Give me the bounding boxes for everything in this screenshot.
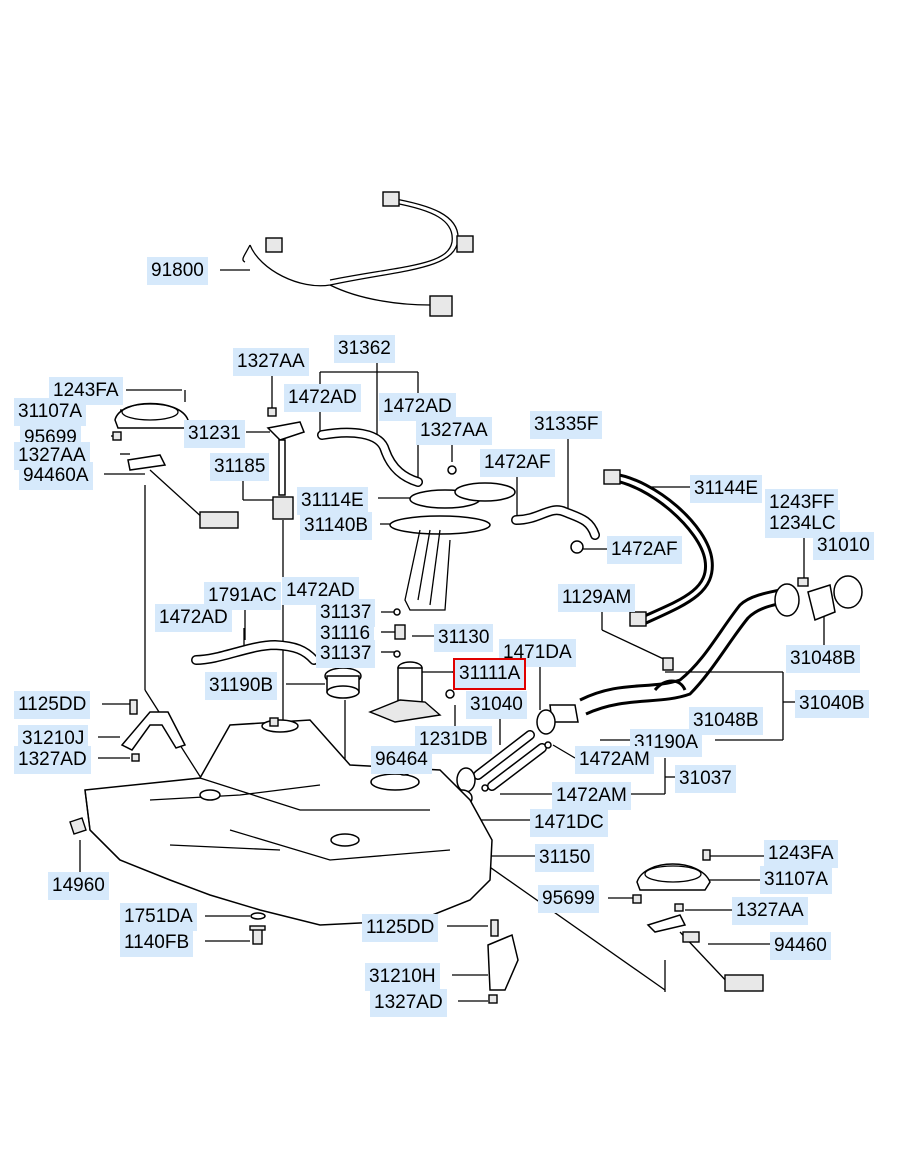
part-label-31190B[interactable]: 31190B: [205, 672, 278, 700]
tank-bracket-left: [120, 699, 187, 762]
clip-14960: [69, 817, 87, 835]
part-label-1327AD[interactable]: 1327AD: [14, 746, 91, 774]
filler-neck: [549, 575, 863, 723]
part-label-1472AD[interactable]: 1472AD: [379, 393, 456, 421]
part-label-91800[interactable]: 91800: [147, 257, 208, 285]
part-label-31137[interactable]: 31137: [316, 640, 376, 668]
part-label-31335F[interactable]: 31335F: [530, 411, 603, 439]
part-label-1472AD[interactable]: 1472AD: [284, 384, 361, 412]
part-label-1327AD[interactable]: 1327AD: [370, 989, 447, 1017]
part-label-1140FB[interactable]: 1140FB: [120, 929, 194, 957]
part-label-31114E[interactable]: 31114E: [297, 487, 368, 515]
part-label-31362[interactable]: 31362: [334, 335, 395, 363]
part-label-31037[interactable]: 31037: [675, 765, 736, 793]
part-label-31140B[interactable]: 31140B: [300, 512, 373, 540]
wiring-harness: [220, 191, 474, 317]
sender-bracket: [266, 407, 305, 520]
part-label-96464[interactable]: 96464: [371, 746, 432, 774]
fuel-pump-module: [368, 482, 516, 723]
part-label-95699[interactable]: 95699: [538, 885, 599, 913]
part-label-31111A-highlighted[interactable]: 31111A: [452, 658, 527, 690]
vapor-hoses: [191, 427, 600, 665]
part-label-1327AA[interactable]: 1327AA: [416, 417, 492, 445]
part-label-31150[interactable]: 31150: [535, 844, 595, 872]
part-label-1472AM[interactable]: 1472AM: [575, 746, 654, 774]
part-label-31048B[interactable]: 31048B: [786, 645, 860, 673]
part-label-1125DD[interactable]: 1125DD: [14, 691, 91, 719]
part-label-31040B[interactable]: 31040B: [795, 690, 869, 718]
part-label-31010[interactable]: 31010: [813, 532, 874, 560]
part-label-14960[interactable]: 14960: [48, 872, 109, 900]
part-label-31040[interactable]: 31040: [466, 691, 527, 719]
part-label-1472AF[interactable]: 1472AF: [607, 536, 682, 564]
filler-hoses: [451, 709, 556, 807]
pump-cover-left: [112, 390, 239, 529]
bottom-left-fasteners: [249, 912, 266, 945]
part-label-31231[interactable]: 31231: [184, 420, 245, 448]
part-label-31107A[interactable]: 31107A: [760, 866, 833, 894]
part-label-31185[interactable]: 31185: [210, 453, 270, 481]
leader-lines: [79, 360, 825, 1002]
part-label-1243FA[interactable]: 1243FA: [764, 840, 838, 868]
part-label-31130[interactable]: 31130: [434, 624, 494, 652]
part-label-1472AD[interactable]: 1472AD: [155, 604, 232, 632]
part-label-94460[interactable]: 94460: [770, 932, 831, 960]
part-label-1129AM[interactable]: 1129AM: [558, 584, 636, 612]
tank-bracket-right: [487, 919, 519, 1004]
part-label-1472AF[interactable]: 1472AF: [480, 449, 555, 477]
part-label-1471DC[interactable]: 1471DC: [530, 809, 608, 837]
vent-hose: [603, 469, 714, 627]
part-label-1751DA[interactable]: 1751DA: [120, 903, 197, 931]
part-label-1791AC[interactable]: 1791AC: [204, 582, 281, 610]
part-label-1231DB[interactable]: 1231DB: [415, 726, 492, 754]
part-label-31144E[interactable]: 31144E: [690, 475, 763, 503]
pump-cover-right: [632, 849, 764, 992]
part-label-1472AM[interactable]: 1472AM: [552, 782, 631, 810]
part-label-1327AA[interactable]: 1327AA: [233, 348, 309, 376]
rollover-valve: [324, 667, 362, 699]
part-label-1327AA[interactable]: 1327AA: [732, 897, 808, 925]
part-label-94460A[interactable]: 94460A: [19, 462, 93, 490]
part-label-1234LC[interactable]: 1234LC: [765, 510, 840, 538]
part-label-1125DD[interactable]: 1125DD: [362, 914, 439, 942]
part-label-31107A[interactable]: 31107A: [14, 398, 87, 426]
part-label-31210H[interactable]: 31210H: [365, 963, 440, 991]
